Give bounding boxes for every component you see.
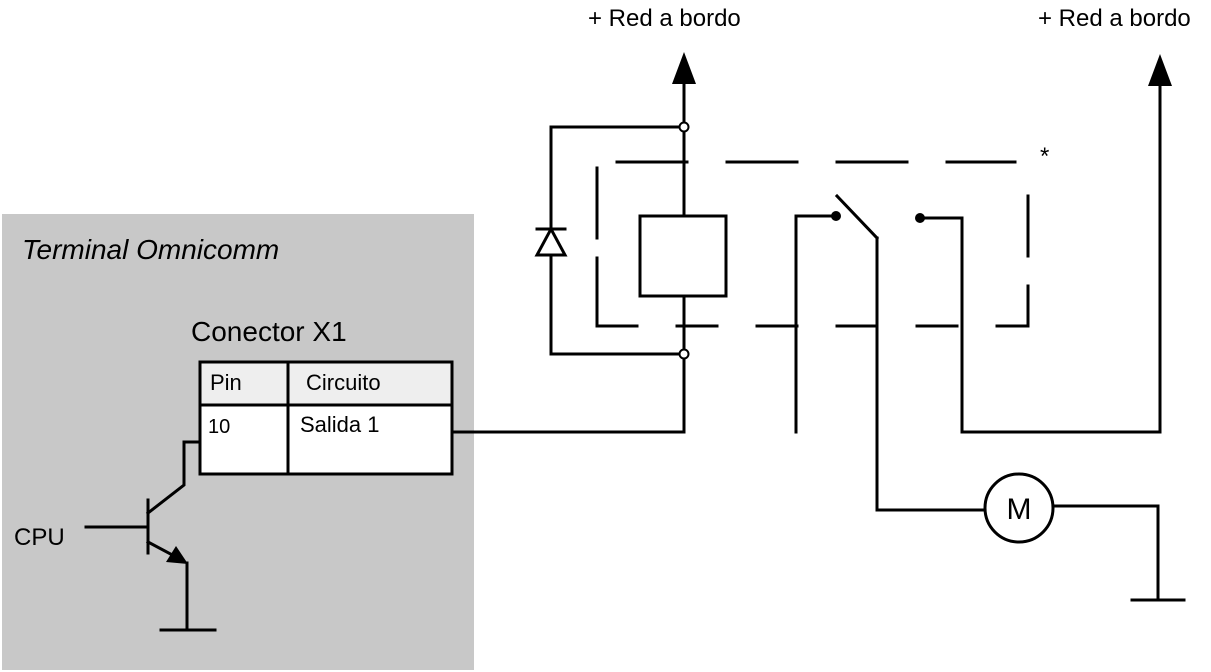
cell-pin: 10 <box>208 416 230 438</box>
relay-housing <box>595 160 1030 328</box>
connector-table-header-bg <box>201 363 451 405</box>
connector-table: Pin Circuito 10 Salida 1 <box>198 360 454 476</box>
cell-circuit: Salida 1 <box>300 412 380 437</box>
switch-blade <box>834 193 880 241</box>
right-supply-arrow-icon <box>1148 54 1172 86</box>
left-supply-arrow-icon <box>672 52 696 84</box>
header-circuit: Circuito <box>306 370 381 395</box>
transistor-symbol <box>84 440 217 632</box>
left-supply-label: + Red a bordo <box>588 5 741 32</box>
connector-title: Conector X1 <box>191 316 347 347</box>
relay-switch <box>794 78 1162 512</box>
diode-icon <box>534 225 568 257</box>
motor-icon <box>983 472 1055 544</box>
collector-wire <box>145 440 202 516</box>
switch-nc-contact <box>831 211 841 221</box>
output-wire <box>450 352 686 434</box>
switch-no-wire <box>918 78 1162 434</box>
switch-nc-wire <box>794 214 838 434</box>
junction-top <box>678 121 690 133</box>
junction-bottom <box>678 348 690 360</box>
header-pin: Pin <box>210 370 242 395</box>
relay-asterisk: * <box>1040 143 1049 170</box>
cpu-label: CPU <box>14 524 65 551</box>
terminal-title: Terminal Omnicomm <box>22 234 279 265</box>
emitter-arrow-icon <box>166 546 188 564</box>
motor-right-wire <box>1051 504 1160 602</box>
right-supply-label: + Red a bordo <box>1038 5 1191 32</box>
motor-label: M <box>1007 493 1032 526</box>
relay-coil <box>638 214 728 298</box>
